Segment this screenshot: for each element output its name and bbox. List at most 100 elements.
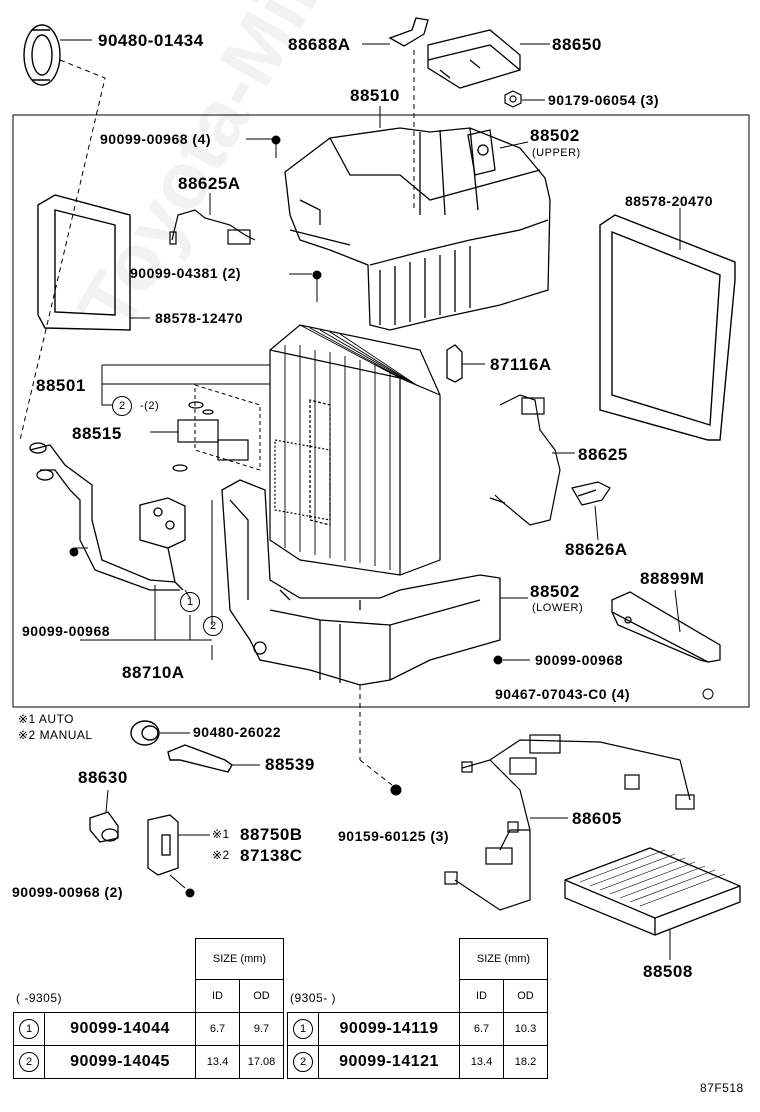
label-88605: 88605 xyxy=(572,809,622,828)
size-od: 10.3 xyxy=(503,1012,548,1046)
piping-part xyxy=(29,442,186,591)
screw-part-3 xyxy=(69,547,79,557)
table2-col-od: OD xyxy=(503,979,548,1013)
size-id: 13.4 xyxy=(195,1045,240,1079)
screw-part-6 xyxy=(390,784,402,796)
note-manual: ※2 MANUAL xyxy=(18,728,93,742)
screw-part xyxy=(271,135,281,158)
size-id: 13.4 xyxy=(459,1045,504,1079)
clip-part xyxy=(446,344,463,383)
label-90179-06054: 90179-06054 (3) xyxy=(548,92,660,108)
label-88578-20470: 88578-20470 xyxy=(625,193,714,209)
sensor-part xyxy=(89,811,119,843)
label-88501: 88501 xyxy=(36,376,86,395)
table-row: 2 90099-14121 13.4 18.2 xyxy=(287,1045,548,1079)
grommet-part xyxy=(23,24,61,86)
size-table-2: SIZE (mm) ID OD 1 90099-14119 6.7 10.3 2… xyxy=(287,938,548,1079)
label-88626A: 88626A xyxy=(565,540,628,559)
row-index: 2 xyxy=(19,1052,39,1072)
table-row: 2 90099-14045 13.4 17.08 xyxy=(13,1045,284,1079)
circle-ref-1: 1 xyxy=(180,592,200,612)
label-87138C: 87138C xyxy=(240,846,303,865)
label-88899M: 88899M xyxy=(640,569,705,588)
table1-col-od: OD xyxy=(239,979,284,1013)
drawing-code: 87F518 xyxy=(700,1081,744,1095)
label-lower: (LOWER) xyxy=(532,602,584,614)
circle-ref-2-b: 2 xyxy=(203,616,223,636)
seal-right-part xyxy=(599,214,736,441)
evaporator-part xyxy=(269,324,441,576)
label-88508: 88508 xyxy=(643,962,693,981)
hose-part xyxy=(167,744,233,773)
duct-part xyxy=(611,591,721,663)
part-number: 90099-14119 xyxy=(318,1012,460,1046)
upper-case-part xyxy=(284,127,551,331)
table2-period: (9305- ) xyxy=(290,991,337,1005)
clip-part-2 xyxy=(702,688,714,700)
bracket-part xyxy=(388,17,429,47)
grommet-part-2 xyxy=(130,720,160,746)
amplifier-part xyxy=(427,29,521,89)
label-upper: (UPPER) xyxy=(532,147,581,159)
connector-part xyxy=(571,481,611,506)
label-90099-00968: 90099-00968 xyxy=(22,623,111,639)
filter-part xyxy=(564,847,741,936)
lower-case-part xyxy=(221,479,501,686)
size-od: 17.08 xyxy=(239,1045,284,1079)
part-number: 90099-14045 xyxy=(44,1045,196,1079)
mark-88750B: ※1 xyxy=(212,827,230,841)
label-90467: 90467-07043-C0 (4) xyxy=(495,686,631,702)
label-90099-00968-2: 90099-00968 (2) xyxy=(12,884,124,900)
label-90480-26022: 90480-26022 xyxy=(193,724,282,740)
size-id: 6.7 xyxy=(459,1012,504,1046)
note-auto: ※1 AUTO xyxy=(18,712,75,726)
table-row: 1 90099-14119 6.7 10.3 xyxy=(287,1012,548,1046)
table1-col-id: ID xyxy=(195,979,240,1013)
part-number: 90099-14044 xyxy=(44,1012,196,1046)
label-88750B: 88750B xyxy=(240,825,303,844)
label-90159-60125: 90159-60125 (3) xyxy=(338,828,450,844)
table1-period: ( -9305) xyxy=(16,991,63,1005)
sensor-wire-part xyxy=(169,209,256,245)
table2-size-header: SIZE (mm) xyxy=(459,938,548,980)
nut-part xyxy=(504,90,522,108)
label-88630: 88630 xyxy=(78,768,128,787)
label-88578-12470: 88578-12470 xyxy=(155,310,244,326)
row-index: 1 xyxy=(293,1019,313,1039)
expansion-valve-part xyxy=(172,401,249,472)
table-row: 1 90099-14044 6.7 9.7 xyxy=(13,1012,284,1046)
wire-harness-part xyxy=(444,734,695,911)
label-90480-01434: 90480-01434 xyxy=(98,31,204,50)
row-index: 1 xyxy=(19,1019,39,1039)
thermistor-wire-part xyxy=(489,394,561,526)
label-88502-upper: 88502 xyxy=(530,126,580,145)
size-od: 9.7 xyxy=(239,1012,284,1046)
label-90099-04381: 90099-04381 (2) xyxy=(130,265,242,281)
label-90099-00968-b: 90099-00968 xyxy=(535,652,624,668)
circle-ref-2-a: 2 xyxy=(112,396,132,416)
seal-left-part xyxy=(37,194,131,331)
label-88539: 88539 xyxy=(265,755,315,774)
label-88510: 88510 xyxy=(350,86,400,105)
mark-87138C: ※2 xyxy=(212,848,230,862)
label-88625A: 88625A xyxy=(178,174,241,193)
label-88625: 88625 xyxy=(578,445,628,464)
size-table-1: SIZE (mm) ID OD 1 90099-14044 6.7 9.7 2 … xyxy=(13,938,284,1079)
label-88688A: 88688A xyxy=(288,35,351,54)
screw-part-4 xyxy=(493,655,503,665)
size-od: 18.2 xyxy=(503,1045,548,1079)
screw-part-2 xyxy=(312,270,322,302)
row-index: 2 xyxy=(293,1052,313,1072)
size-id: 6.7 xyxy=(195,1012,240,1046)
part-number: 90099-14121 xyxy=(318,1045,460,1079)
assembly-frame xyxy=(12,114,750,708)
label-87116A: 87116A xyxy=(490,355,552,374)
resistor-part xyxy=(147,814,179,876)
table1-size-header: SIZE (mm) xyxy=(195,938,284,980)
label-c2: -(2) xyxy=(140,400,160,412)
label-88710A: 88710A xyxy=(122,663,185,682)
table2-col-id: ID xyxy=(459,979,504,1013)
label-88650: 88650 xyxy=(552,35,602,54)
label-88502-lower: 88502 xyxy=(530,582,580,601)
